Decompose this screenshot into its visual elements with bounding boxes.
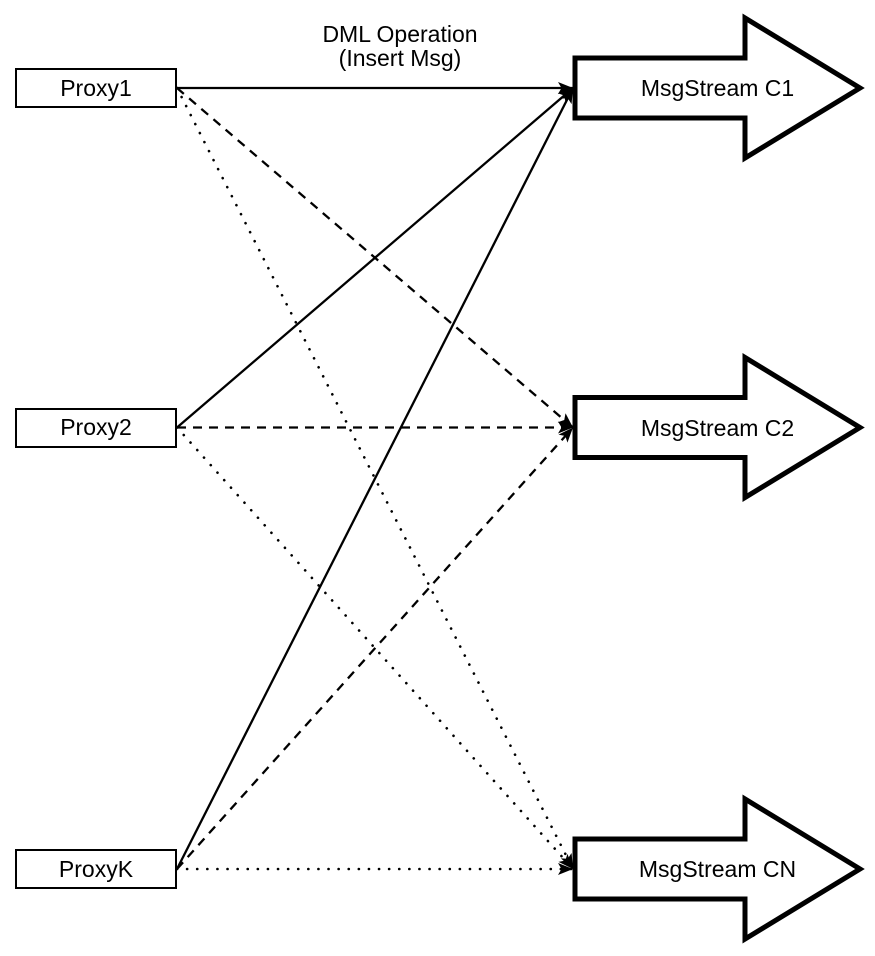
dml-operation-annotation-line1: DML Operation xyxy=(322,21,478,47)
proxy2-label: Proxy2 xyxy=(60,414,132,440)
proxy1-label: Proxy1 xyxy=(60,74,132,101)
msgstream-cn-block-arrow-icon xyxy=(572,794,865,944)
msgstream-c2-block-arrow-icon xyxy=(572,353,865,502)
proxy1-node: Proxy1 xyxy=(15,68,177,108)
dml-operation-annotation: DML Operation (Insert Msg) xyxy=(290,22,510,70)
edges-group xyxy=(175,82,575,875)
edge-proxy2-c1 xyxy=(176,87,574,429)
msgstream-cn-label: MsgStream CN xyxy=(638,856,797,882)
proxyk-label: ProxyK xyxy=(58,855,134,882)
msgstream-c1-label: MsgStream C1 xyxy=(640,75,795,101)
edge-proxy2-cn xyxy=(175,426,575,871)
edge-proxyk-c1 xyxy=(175,87,575,870)
msgstream-c2-label: MsgStream C2 xyxy=(640,414,795,441)
proxyk-node: ProxyK xyxy=(15,849,177,889)
proxy2-node: Proxy2 xyxy=(15,407,177,448)
edge-proxyk-c2 xyxy=(176,426,574,870)
dml-operation-annotation-line2: (Insert Msg) xyxy=(338,45,462,71)
msgstream-c1-block-arrow-icon xyxy=(572,13,865,163)
